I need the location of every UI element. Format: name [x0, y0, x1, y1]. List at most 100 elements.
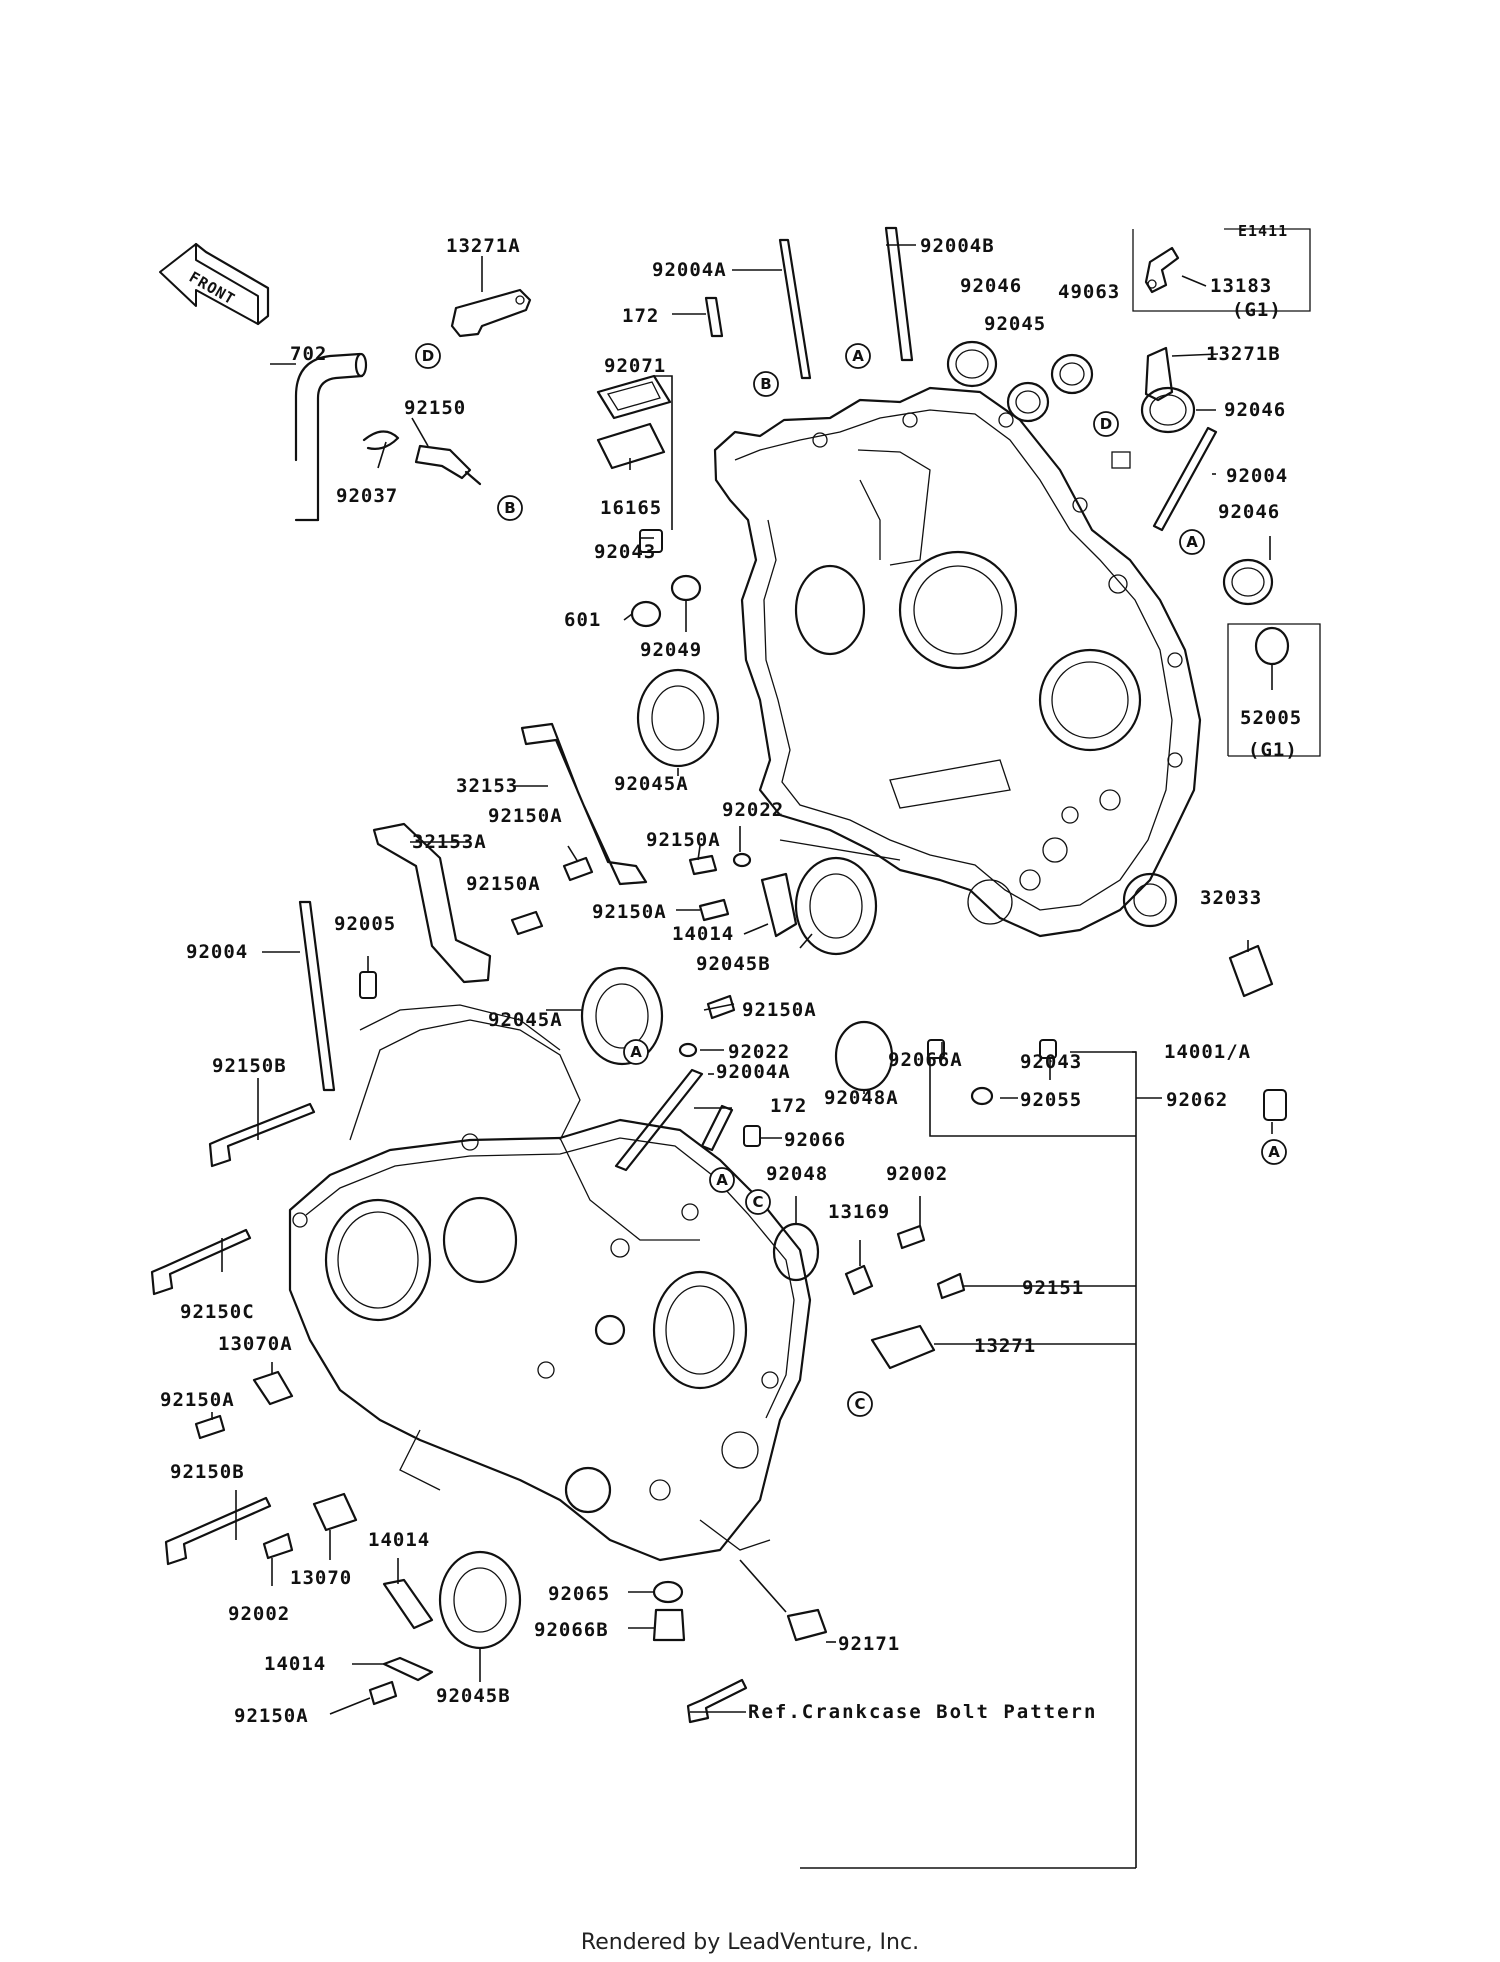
gasket-92071-drawing [596, 374, 672, 420]
clamp-13169-drawing [844, 1264, 874, 1296]
label-92043-low: 92043 [1020, 1051, 1082, 1073]
label-601: 601 [564, 609, 601, 631]
bushing-92048A-drawing [834, 1020, 894, 1092]
bracket-13271A-drawing [450, 288, 532, 338]
pipe-32153-drawing [520, 722, 648, 886]
bolt-92150B-top-drawing [208, 1102, 316, 1168]
label-13271: 13271 [974, 1335, 1036, 1357]
label-92002-right: 92002 [886, 1163, 948, 1185]
callout-A-1 [845, 343, 871, 369]
rendered-by-footer: Rendered by LeadVenture, Inc. [580, 1930, 920, 1955]
label-32153A: 32153A [412, 831, 487, 853]
svg-text:A: A [630, 1043, 642, 1061]
oring-92055-drawing [970, 1086, 994, 1106]
plate-14014-low-drawing [382, 1578, 434, 1630]
label-92004A-top: 92004A [652, 259, 727, 281]
label-92150A-2: 92150A [646, 829, 721, 851]
label-92043-top: 92043 [594, 541, 656, 563]
cover-13271-drawing [870, 1324, 936, 1370]
label-92150A-4: 92150A [592, 901, 667, 923]
label-14014-mid: 14014 [672, 923, 734, 945]
seal-601-drawing [630, 600, 662, 628]
bolt-92150A-6-drawing [194, 1414, 226, 1440]
label-13271A: 13271A [446, 235, 521, 257]
label-92004-left: 92004 [186, 941, 248, 963]
plate-13070A-drawing [252, 1370, 294, 1406]
label-92005: 92005 [334, 913, 396, 935]
svg-text:C: C [752, 1193, 763, 1211]
label-52005: 52005 [1240, 707, 1302, 729]
part-labels: 13271A 702 92150 92037 92004A 92004B 172… [160, 235, 1302, 1727]
label-92066B: 92066B [534, 1619, 609, 1641]
bracket-13271B-drawing [1144, 346, 1174, 402]
stud-92004-left-drawing [298, 900, 336, 1092]
label-92062: 92062 [1166, 1089, 1228, 1111]
bolt-92150-drawing [414, 444, 472, 480]
label-13169: 13169 [828, 1201, 890, 1223]
callout-A-5 [1261, 1139, 1287, 1165]
plate-14014-bot-drawing [382, 1656, 434, 1682]
label-702: 702 [290, 343, 327, 365]
bearing-92046-drawing [946, 340, 998, 388]
gasket-16165-drawing [596, 422, 666, 470]
bolt-92150A-1-drawing [562, 856, 594, 882]
label-92151: 92151 [1022, 1277, 1084, 1299]
svg-text:B: B [504, 499, 515, 517]
bolt-92150A-2-drawing [688, 854, 718, 876]
label-92150: 92150 [404, 397, 466, 419]
label-92045: 92045 [984, 313, 1046, 335]
label-92045A-top: 92045A [614, 773, 689, 795]
callout-C-2 [847, 1391, 873, 1417]
svg-text:C: C [854, 1395, 865, 1413]
label-13183: 13183 [1210, 275, 1272, 297]
stud-92004A-low-drawing [614, 1068, 704, 1172]
bolt-ref-drawing [686, 1678, 748, 1724]
label-92037: 92037 [336, 485, 398, 507]
callout-A-3 [623, 1039, 649, 1065]
label-92150B-top: 92150B [212, 1055, 287, 1077]
label-172-top: 172 [622, 305, 659, 327]
lower-crankcase-half [288, 1004, 812, 1562]
label-52005-note: (G1) [1248, 739, 1298, 761]
label-92045B-low: 92045B [436, 1685, 511, 1707]
bearing-92045-drawing [1006, 381, 1050, 423]
label-92055: 92055 [1020, 1089, 1082, 1111]
washer-92022-top-drawing [732, 852, 752, 868]
label-92048: 92048 [766, 1163, 828, 1185]
bracket-13183-drawing [1144, 246, 1180, 294]
bolt-92150A-5-drawing [706, 994, 736, 1020]
pipe-32153A-drawing [372, 822, 492, 984]
hose-702-drawing [294, 352, 364, 522]
ref-crankcase-bolt-pattern: Ref.Crankcase Bolt Pattern [748, 1701, 1097, 1723]
washer-92065-drawing [652, 1580, 684, 1604]
label-13183-note: (G1) [1232, 299, 1282, 321]
dowel-92043-drawing [639, 529, 663, 553]
svg-text:B: B [760, 375, 771, 393]
callout-D-2 [1093, 411, 1119, 437]
drain-plug-92066B-drawing [652, 1608, 686, 1642]
dowel-92066-drawing [743, 1125, 761, 1147]
dowel-172-drawing [704, 296, 724, 338]
label-92066A: 92066A [888, 1049, 963, 1071]
label-32153: 32153 [456, 775, 518, 797]
label-92048A: 92048A [824, 1087, 899, 1109]
stud-92004B-drawing [884, 226, 914, 362]
label-92046-a: 92046 [960, 275, 1022, 297]
dowel-92066A-drawing [927, 1039, 945, 1059]
plate-14014-mid-drawing [760, 872, 798, 938]
callout-B-1 [497, 495, 523, 521]
bolt-92150A-4-drawing [698, 898, 730, 922]
callout-B-2 [753, 371, 779, 397]
seal-52005-drawing [1254, 626, 1290, 666]
label-92150A-1: 92150A [488, 805, 563, 827]
callout-markers: D B B A D A A A C A C [415, 343, 1287, 1417]
label-172-low: 172 [770, 1095, 807, 1117]
label-92004B: 92004B [920, 235, 995, 257]
label-92150A-5: 92150A [742, 999, 817, 1021]
label-92022-low: 92022 [728, 1041, 790, 1063]
label-13070: 13070 [290, 1567, 352, 1589]
stud-92004-right-drawing [1152, 426, 1218, 532]
plate-13070-drawing [312, 1492, 358, 1532]
leader-lines [211, 244, 1273, 1869]
label-92065: 92065 [548, 1583, 610, 1605]
